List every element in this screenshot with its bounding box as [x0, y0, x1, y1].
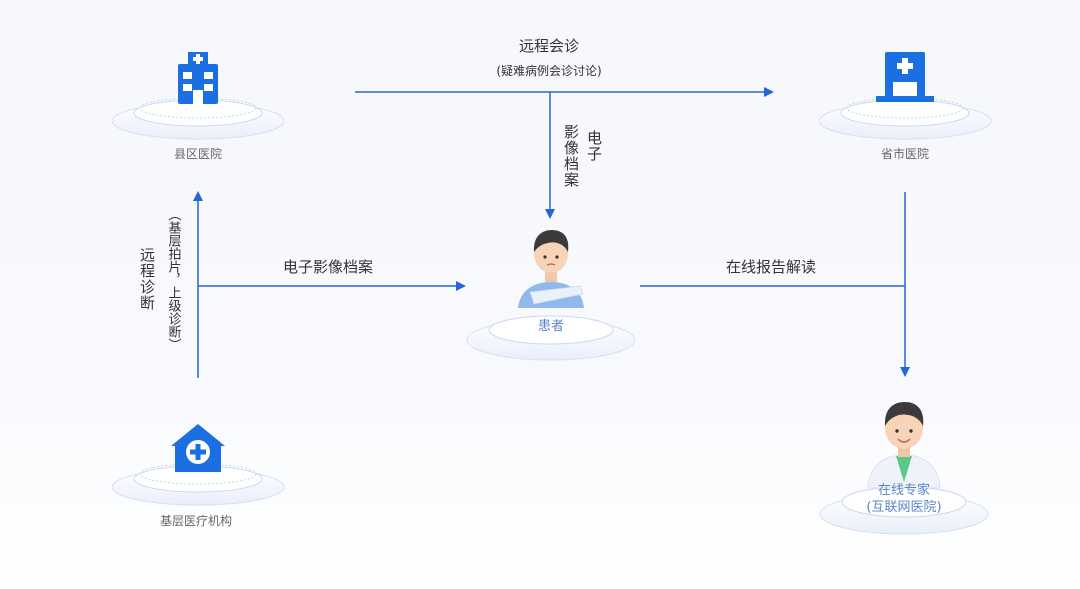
node-provincial-hospital: 省市医院: [818, 52, 992, 161]
node-label: 省市医院: [881, 146, 929, 161]
edge-label: 在线报告解读: [726, 258, 816, 276]
doctor-avatar-icon: [867, 402, 941, 489]
clinic-house-icon: [171, 424, 225, 472]
edge-sublabel: (疑难病例会诊讨论): [496, 63, 601, 78]
platform: [818, 97, 992, 140]
platform: [466, 315, 636, 361]
edge-remote-consult: 远程会诊 (疑难病例会诊讨论): [496, 37, 601, 78]
platform: [819, 486, 989, 535]
node-patient: 患者: [466, 230, 636, 361]
edge-label-col1: 影像档案: [562, 124, 580, 188]
edge-label-col2: 电子: [585, 130, 603, 162]
edge-label: 远程诊断: [138, 247, 156, 311]
platform: [111, 97, 285, 140]
edge-eimage-left: 电子影像档案: [283, 258, 373, 276]
connectors: [193, 87, 910, 378]
node-label: 在线专家: [878, 482, 930, 498]
node-primary-care: 基层医疗机构: [111, 424, 285, 528]
node-online-expert: 在线专家 (互联网医院): [819, 402, 989, 535]
patient-avatar-icon: [518, 230, 584, 308]
edge-label: 电子影像档案: [283, 258, 373, 276]
edge-label: 远程会诊: [519, 37, 579, 55]
node-label: 县区医院: [174, 147, 222, 161]
edge-online-report: 在线报告解读: [726, 258, 816, 276]
edge-remote-diag: （基层拍片，上级诊断） 远程诊断: [138, 208, 181, 351]
edge-eimage-top: 影像档案 电子: [562, 124, 603, 188]
node-sublabel: (互联网医院): [866, 500, 941, 515]
hospital-building-icon: [876, 52, 934, 102]
node-county-hospital: 县区医院: [111, 52, 285, 161]
node-label: 患者: [538, 319, 564, 334]
edge-sublabel: （基层拍片，上级诊断）: [166, 208, 182, 351]
platform: [111, 463, 285, 506]
hospital-icon: [178, 52, 218, 104]
node-label: 基层医疗机构: [160, 513, 232, 528]
